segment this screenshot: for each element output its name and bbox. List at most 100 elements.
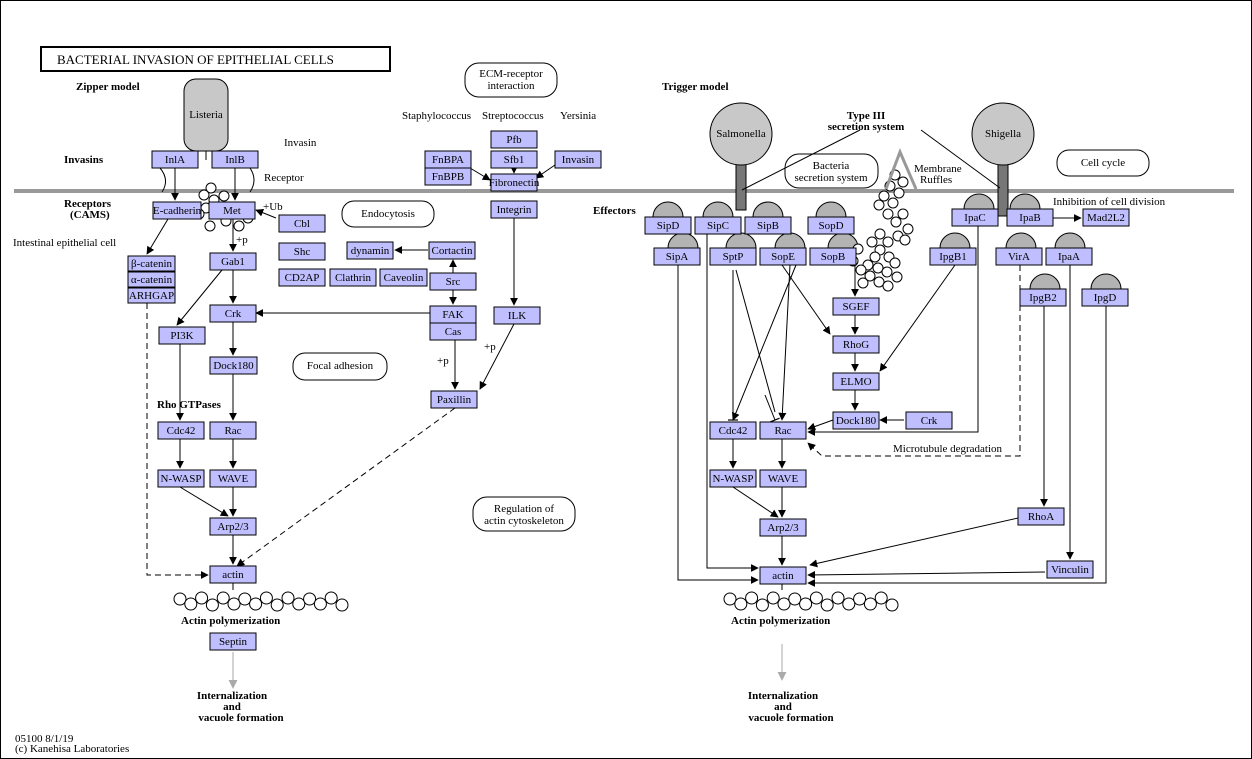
shigella-bacterium[interactable]: Shigella [971, 102, 1035, 217]
gene-sopb[interactable]: SopB [809, 247, 857, 266]
gene-sipb[interactable]: SipB [744, 216, 792, 235]
gene-arp23_l[interactable]: Arp2/3 [209, 517, 257, 536]
actin-bead [874, 591, 888, 605]
gene-paxillin[interactable]: Paxillin [430, 390, 478, 409]
edge [146, 303, 209, 579]
gene-rac_l[interactable]: Rac [209, 421, 257, 440]
gene-arp23_r[interactable]: Arp2/3 [759, 518, 807, 537]
gene-fibronectin[interactable]: Fibronectin [489, 173, 540, 192]
gene-vinculin[interactable]: Vinculin [1046, 560, 1094, 579]
edge [249, 167, 255, 193]
gene-cortactin[interactable]: Cortactin [428, 241, 476, 260]
gene-wave_l[interactable]: WAVE [209, 469, 257, 488]
ruffle-bead [882, 236, 894, 248]
gene-fak[interactable]: FAK [429, 305, 477, 324]
gene-shc[interactable]: Shc [278, 242, 326, 261]
effector-cap [774, 232, 806, 249]
gene-actin_r[interactable]: actin [759, 566, 807, 585]
map-cell-cycle[interactable]: Cell cycle [1056, 149, 1150, 177]
gene-rhoa[interactable]: RhoA [1017, 507, 1065, 526]
gene-nwasp_r[interactable]: N-WASP [709, 469, 757, 488]
edge [741, 129, 861, 191]
gene-ipab[interactable]: IpaB [1006, 208, 1054, 227]
map-bacteria-secretion[interactable]: Bacteria secretion system [784, 153, 879, 189]
gene-dynamin[interactable]: dynamin [346, 241, 394, 260]
gene-pfb[interactable]: Pfb [490, 130, 538, 149]
actin-bead [853, 592, 867, 606]
gene-fnbpa[interactable]: FnBPA [424, 150, 472, 169]
gene-elmo[interactable]: ELMO [832, 372, 880, 391]
gene-wave_r[interactable]: WAVE [759, 469, 807, 488]
gene-sgef[interactable]: SGEF [832, 297, 880, 316]
gene-ipgb1[interactable]: IpgB1 [929, 247, 977, 266]
gene-cbl[interactable]: Cbl [278, 214, 326, 233]
edge [732, 486, 779, 518]
gene-ipgd[interactable]: IpgD [1081, 288, 1129, 307]
gene-actin_l[interactable]: actin [209, 565, 257, 584]
listeria-bacterium[interactable]: Listeria [183, 78, 229, 152]
gene-fnbpb[interactable]: FnBPB [424, 167, 472, 186]
effector-cap [752, 201, 784, 218]
gene-inlb[interactable]: InlB [211, 150, 259, 169]
label-invasin: Invasin [284, 137, 317, 149]
gene-cdc42_l[interactable]: Cdc42 [157, 421, 205, 440]
ruffle-bead [891, 271, 903, 283]
gene-sipa[interactable]: SipA [653, 247, 701, 266]
edge [159, 167, 166, 193]
gene-gab1[interactable]: Gab1 [209, 252, 257, 271]
gene-met[interactable]: Met [208, 201, 256, 220]
gene-invasin_y[interactable]: Invasin [554, 150, 602, 169]
actin-bead [184, 597, 198, 611]
gene-crk_r[interactable]: Crk [905, 411, 953, 430]
gene-bcatenin[interactable]: β-catenin [127, 255, 176, 272]
gene-integrin[interactable]: Integrin [490, 200, 538, 219]
gene-arhgap[interactable]: ARHGAP [127, 287, 176, 304]
label-ub: +Ub [263, 201, 283, 213]
gene-mad2l2[interactable]: Mad2L2 [1082, 208, 1130, 227]
gene-ilk[interactable]: ILK [493, 306, 541, 325]
gene-sipc[interactable]: SipC [694, 216, 742, 235]
gene-ipgb2[interactable]: IpgB2 [1019, 288, 1067, 307]
gene-ipac[interactable]: IpaC [951, 208, 999, 227]
gene-dock180_l[interactable]: Dock180 [209, 356, 258, 375]
gene-nwasp_l[interactable]: N-WASP [157, 469, 205, 488]
gene-caveolin[interactable]: Caveolin [379, 268, 428, 287]
map-ecm-receptor[interactable]: ECM-receptor interaction [464, 62, 558, 98]
edge [479, 323, 515, 390]
gene-cas[interactable]: Cas [429, 322, 477, 341]
gene-cd2ap[interactable]: CD2AP [278, 268, 326, 287]
salmonella-bacterium[interactable]: Salmonella [709, 102, 773, 211]
map-regulation-actin[interactable]: Regulation of actin cytoskeleton [472, 496, 576, 532]
label-membrane-line1: Membrane [914, 163, 962, 175]
map-endocytosis[interactable]: Endocytosis [341, 200, 435, 228]
gene-src[interactable]: Src [429, 272, 477, 291]
actin-bead [195, 591, 209, 605]
gene-clathrin[interactable]: Clathrin [329, 268, 377, 287]
gene-sope[interactable]: SopE [759, 247, 807, 266]
gene-rac_r[interactable]: Rac [759, 421, 807, 440]
gene-inla[interactable]: InlA [151, 150, 199, 169]
effector-cap [1029, 273, 1061, 290]
edge [236, 407, 456, 567]
gene-cdc42_r[interactable]: Cdc42 [709, 421, 757, 440]
gene-sopd[interactable]: SopD [807, 216, 855, 235]
gene-pi3k[interactable]: PI3K [158, 326, 206, 345]
gene-sfb1[interactable]: Sfb1 [490, 150, 538, 169]
gene-acatenin[interactable]: α-catenin [127, 271, 176, 288]
gene-dock180_r[interactable]: Dock180 [832, 411, 880, 430]
gene-ipaa[interactable]: IpaA [1045, 247, 1093, 266]
gene-ecadherin[interactable]: E-cadherin [152, 201, 202, 220]
edge [920, 129, 1001, 189]
membrane-ruffle [884, 148, 918, 190]
gene-rhog[interactable]: RhoG [832, 335, 880, 354]
gene-vira[interactable]: VirA [995, 247, 1043, 266]
edge [764, 394, 780, 423]
label-receptors-line1: Receptors [64, 198, 112, 210]
actin-bead [799, 597, 813, 611]
map-focal-adhesion[interactable]: Focal adhesion [292, 352, 388, 381]
gene-crk_l[interactable]: Crk [209, 304, 257, 323]
edge [807, 570, 1046, 579]
gene-sptp[interactable]: SptP [709, 247, 757, 266]
gene-sipd[interactable]: SipD [644, 216, 692, 235]
gene-septin[interactable]: Septin [209, 632, 257, 651]
